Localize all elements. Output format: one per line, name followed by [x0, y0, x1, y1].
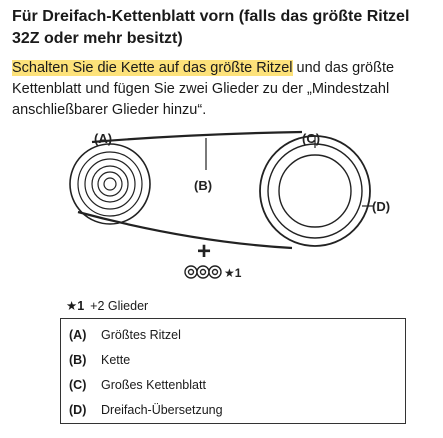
chainring-middle — [267, 143, 363, 239]
label-d: (D) — [372, 199, 390, 214]
legend-key: (B) — [69, 353, 87, 367]
chain-links-icon — [184, 265, 222, 279]
chainring-inner — [278, 154, 352, 228]
chain-link-3-pin — [211, 268, 219, 276]
sprocket-a-ring-4 — [91, 165, 129, 203]
sprocket-a-ring-3 — [84, 158, 136, 210]
legend-row: (A) Größtes Ritzel — [69, 325, 405, 350]
legend-text: Größtes Ritzel — [101, 328, 181, 342]
chain-diagram: (A) (B) (C) (D) + ★1 — [69, 130, 390, 280]
chain-path — [77, 130, 303, 250]
legend-text: Großes Kettenblatt — [101, 378, 206, 392]
legend-row: (D) Dreifach-Übersetzung — [69, 400, 405, 425]
chain-link-1-pin — [187, 268, 195, 276]
legend-row: (B) Kette — [69, 350, 405, 375]
star-marker: ★1 — [224, 266, 242, 280]
instruction-text: Schalten Sie die Kette auf das größte Ri… — [12, 58, 440, 121]
chain-link-2-pin — [199, 268, 207, 276]
chainring-outer — [259, 135, 371, 247]
legend-row: (C) Großes Kettenblatt — [69, 375, 405, 400]
footnote: ★1 +2 Glieder — [66, 298, 148, 313]
sprocket-a-ring-5 — [97, 171, 123, 197]
plus-sign: + — [197, 238, 211, 265]
highlighted-instruction: Schalten Sie die Kette auf das größte Ri… — [12, 60, 293, 76]
footnote-text: +2 Glieder — [90, 299, 149, 313]
legend-key: (C) — [69, 378, 87, 392]
section-heading: Für Dreifach-Kettenblatt vorn (falls das… — [12, 8, 410, 47]
instruction-rest: und das größte Kettenblatt und fügen Sie… — [12, 60, 395, 118]
legend-key: (A) — [69, 328, 87, 342]
legend-key: (D) — [69, 403, 87, 417]
label-a: (A) — [94, 131, 112, 146]
sprocket-a-ring-6 — [103, 177, 117, 191]
footnote-marker: ★1 — [66, 299, 85, 313]
legend-text: Kette — [101, 353, 131, 367]
legend-text: Dreifach-Übersetzung — [101, 403, 223, 417]
sprocket-a-ring-2 — [77, 151, 143, 217]
legend-box: (A) Größtes Ritzel (B) Kette (C) Großes … — [60, 318, 406, 424]
label-b: (B) — [194, 178, 212, 193]
label-c: (C) — [302, 131, 320, 146]
